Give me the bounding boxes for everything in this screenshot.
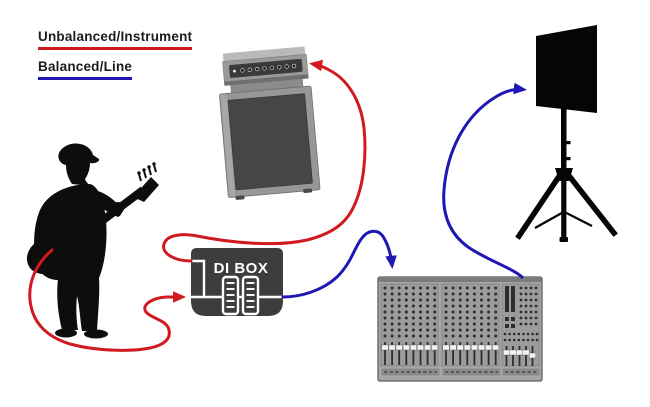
tripod-leg-left: [515, 168, 566, 240]
console-top-strip: [379, 278, 541, 282]
legend-label-unbalanced: Unbalanced/Instrument: [38, 30, 193, 50]
amp-foot-right: [303, 188, 313, 193]
bass-neck: [71, 186, 146, 246]
tripod-leg-right: [562, 168, 618, 237]
pole-screw-upper: [566, 141, 571, 145]
legend-item-balanced: Balanced/Line: [38, 58, 192, 80]
master-switches: [505, 317, 515, 328]
di-box-label: DI BOX: [214, 260, 269, 277]
amp-cabinet-grille: [227, 93, 313, 191]
bass-player-silhouette-icon: [26, 143, 159, 339]
channel-bank-1: [380, 283, 439, 367]
channel-bank-2: [441, 283, 500, 367]
player-head: [58, 143, 100, 186]
cable-mixer-to-speaker: [442, 82, 527, 279]
player-foot-right: [84, 329, 108, 339]
master-dot-rows: [503, 332, 539, 342]
amp-knobs: [240, 63, 297, 73]
mixing-console-icon: [377, 276, 543, 382]
tripod-brace-right: [564, 211, 593, 227]
master-button-grid: [519, 286, 538, 326]
di-box-icon: DI BOX: [191, 248, 283, 316]
speaker-cabinet: [536, 25, 597, 113]
di-coil-windings: [226, 282, 255, 308]
speaker-on-tripod-icon: [515, 25, 618, 242]
player-legs: [57, 278, 100, 331]
amp-foot-left: [235, 195, 245, 200]
cable-guitar-to-di-box: [28, 248, 186, 352]
legend-item-unbalanced: Unbalanced/Instrument: [38, 28, 193, 50]
tripod-leg-center: [561, 178, 567, 239]
master-faders: [503, 346, 536, 366]
bass-tuning-pegs: [137, 162, 157, 182]
tripod-foot-center: [559, 237, 568, 242]
amp-head-top: [222, 46, 306, 63]
amp-cabinet-edge-highlight: [220, 94, 236, 197]
master-meters: [505, 286, 515, 312]
amp-stack-icon: [219, 46, 321, 200]
amp-power-led: [233, 69, 236, 73]
pole-screw-lower: [566, 157, 571, 161]
speaker-pole: [561, 104, 567, 172]
console-label-strips: [381, 368, 540, 376]
cable-di-box-to-amp: [162, 59, 367, 263]
bass-headstock: [133, 177, 159, 202]
di-thru-link: [191, 259, 206, 297]
amp-head-base: [224, 74, 309, 86]
tripod-brace-left: [534, 211, 565, 229]
legend-label-balanced: Balanced/Line: [38, 60, 133, 80]
legend: Unbalanced/Instrument Balanced/Line: [38, 28, 193, 88]
cable-di-box-to-mixer: [281, 229, 397, 299]
player-foot-left: [55, 328, 77, 338]
